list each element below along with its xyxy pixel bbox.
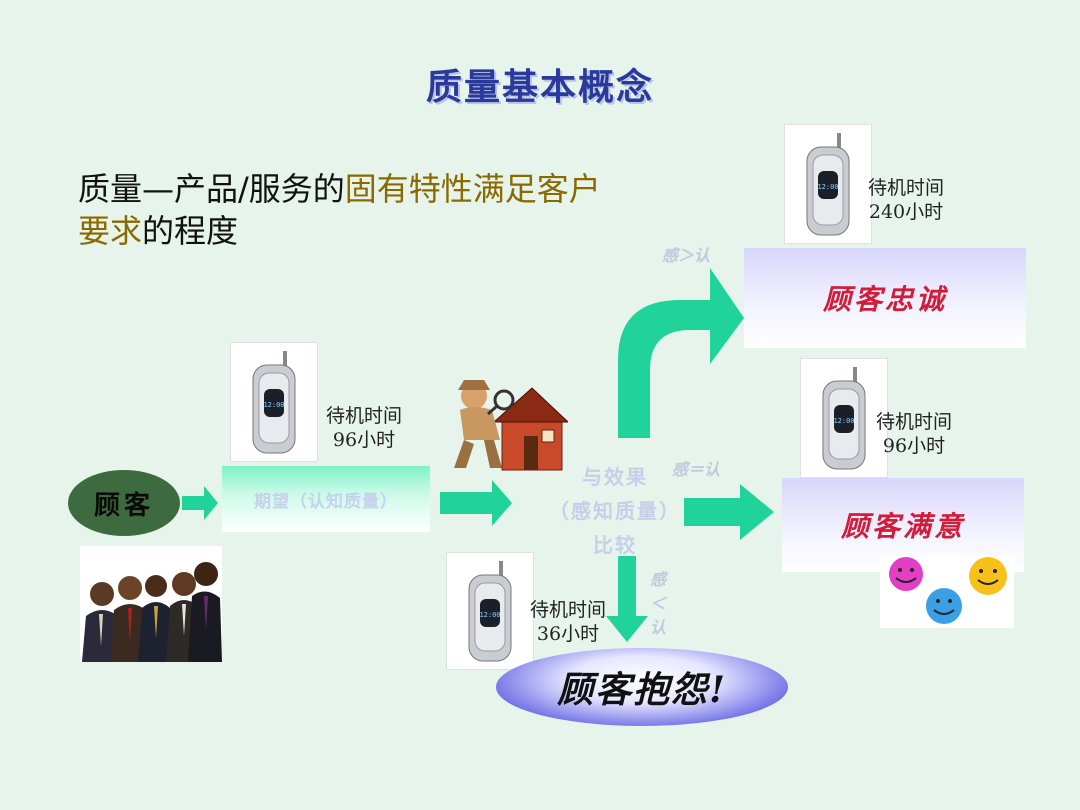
smiley-yellow-icon — [969, 557, 1007, 595]
smiley-faces-icon — [880, 556, 1014, 628]
relation-less-3: 认 — [648, 616, 668, 640]
customer-oval: 顾客 — [68, 470, 180, 536]
arrow-compare-to-loyalty — [618, 268, 744, 438]
svg-text:12:00: 12:00 — [817, 183, 838, 191]
relation-less-2: ＜ — [648, 592, 668, 616]
standby-text-complaint: 待机时间 36小时 — [522, 598, 614, 646]
standby-label: 待机时间 — [522, 598, 614, 622]
standby-label: 待机时间 — [860, 176, 952, 200]
standby-text-loyal: 待机时间 240小时 — [860, 176, 952, 224]
relation-equal: 感＝认 — [672, 456, 720, 480]
mobile-phone-icon: 12:00 — [785, 125, 871, 243]
mobile-phone-icon: 12:00 — [447, 553, 533, 669]
customer-label: 顾客 — [94, 485, 154, 522]
loyalty-label: 顾客忠诚 — [823, 278, 947, 318]
comparison-line2: （感知质量） — [520, 494, 710, 528]
standby-text-expected: 待机时间 96小时 — [318, 404, 410, 452]
standby-hours: 96小时 — [318, 428, 410, 452]
smiley-blue-icon — [926, 588, 962, 624]
arrow-expectation-to-compare — [440, 480, 512, 526]
expectation-label: 期望（认知质量） — [254, 487, 398, 512]
comparison-line3: 比较 — [520, 528, 710, 562]
standby-hours: 240小时 — [860, 200, 952, 224]
business-people-icon — [80, 546, 222, 662]
complaint-label: 顾客抱怨! — [557, 661, 727, 713]
standby-label: 待机时间 — [868, 410, 960, 434]
standby-text-satisfied: 待机时间 96小时 — [868, 410, 960, 458]
phone-complaint-image: 12:00 — [446, 552, 534, 670]
mobile-phone-icon: 12:00 — [231, 343, 317, 461]
satisfaction-label: 顾客满意 — [841, 505, 965, 545]
phone-expected-image: 12:00 — [230, 342, 318, 462]
inspector-house-icon — [444, 370, 568, 474]
svg-text:12:00: 12:00 — [479, 611, 500, 619]
svg-text:12:00: 12:00 — [833, 417, 854, 425]
relation-greater: 感＞认 — [662, 242, 710, 266]
standby-hours: 36小时 — [522, 622, 614, 646]
complaint-oval: 顾客抱怨! — [496, 648, 788, 726]
smiley-pink-icon — [889, 557, 923, 591]
svg-text:12:00: 12:00 — [263, 401, 284, 409]
relation-less-1: 感 — [648, 568, 668, 592]
standby-label: 待机时间 — [318, 404, 410, 428]
expectation-bar: 期望（认知质量） — [222, 466, 430, 532]
relation-less: 感 ＜ 认 — [648, 568, 668, 640]
arrow-customer-to-expectation — [182, 486, 218, 520]
standby-hours: 96小时 — [868, 434, 960, 458]
loyalty-box: 顾客忠诚 — [744, 248, 1026, 348]
phone-loyal-image: 12:00 — [784, 124, 872, 244]
